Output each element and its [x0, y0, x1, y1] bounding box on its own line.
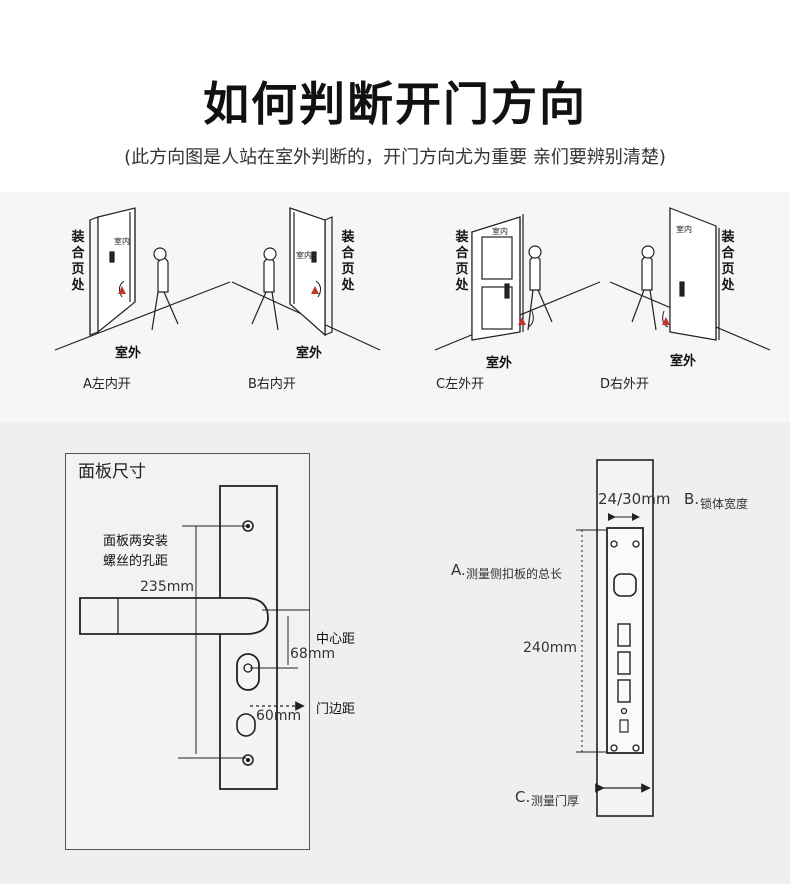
door-c-outside-label: 室外	[486, 356, 513, 371]
center-distance-value: 68mm	[290, 646, 336, 662]
door-a-caption: A左内开	[83, 377, 131, 392]
hole-distance-value: 235mm	[140, 579, 194, 595]
lock-width-value: 24/30mm	[598, 490, 671, 508]
faceplate-length-label: 测量侧扣板的总长	[466, 567, 563, 581]
lock-width-label: 锁体宽度	[700, 497, 749, 511]
door-d-inside-label: 室内	[676, 225, 692, 234]
door-d-hinge-label: 装合页处	[721, 230, 735, 293]
door-d-outside-label: 室外	[670, 354, 697, 369]
door-c-inside-label: 室内	[492, 227, 508, 236]
label-c-letter: C.	[515, 788, 531, 806]
door-b-outside-label: 室外	[296, 346, 323, 361]
door-b-drawing	[231, 207, 381, 351]
door-c-hinge-label: 装合页处	[455, 230, 469, 293]
door-illustrations	[54, 207, 771, 351]
label-a-letter: A.	[451, 561, 466, 579]
door-a-hinge-label: 装合页处	[71, 230, 85, 293]
panel-size-title: 面板尺寸	[78, 462, 146, 482]
dimension-drawing	[79, 459, 654, 817]
door-a-inside-label: 室内	[114, 237, 130, 246]
label-b-letter: B.	[684, 490, 700, 508]
door-d-drawing	[609, 207, 771, 351]
door-thickness-label: 测量门厚	[531, 794, 580, 808]
door-c-caption: C左外开	[436, 377, 485, 392]
faceplate-length-value: 240mm	[523, 640, 577, 656]
page-subtitle: (此方向图是人站在室外判断的，开门方向尤为重要 亲们要辨别清楚)	[124, 147, 666, 168]
lock-body	[606, 527, 644, 754]
page-title: 如何判断开门方向	[203, 77, 587, 131]
dimension-section: 面板尺寸	[0, 422, 790, 884]
door-direction-section: 装合页处 室内 室外 A左内开 装合页处 室内 室外 B右内开 装合页处 室内 …	[0, 192, 790, 422]
edge-distance-value: 60mm	[256, 708, 302, 724]
edge-distance-label: 门边距	[316, 702, 356, 717]
door-c-drawing	[434, 214, 601, 351]
lever-handle	[79, 597, 269, 635]
door-b-inside-label: 室内	[296, 251, 312, 260]
center-distance-label: 中心距	[316, 632, 356, 647]
handle-plate	[219, 485, 278, 790]
door-b-caption: B右内开	[248, 377, 296, 392]
door-b-hinge-label: 装合页处	[341, 230, 355, 293]
door-a-outside-label: 室外	[115, 346, 142, 361]
door-d-caption: D右外开	[600, 377, 650, 392]
screw-note-line2: 螺丝的孔距	[103, 554, 169, 569]
door-a-drawing	[54, 207, 231, 351]
screw-note-line1: 面板两安装	[103, 534, 169, 549]
